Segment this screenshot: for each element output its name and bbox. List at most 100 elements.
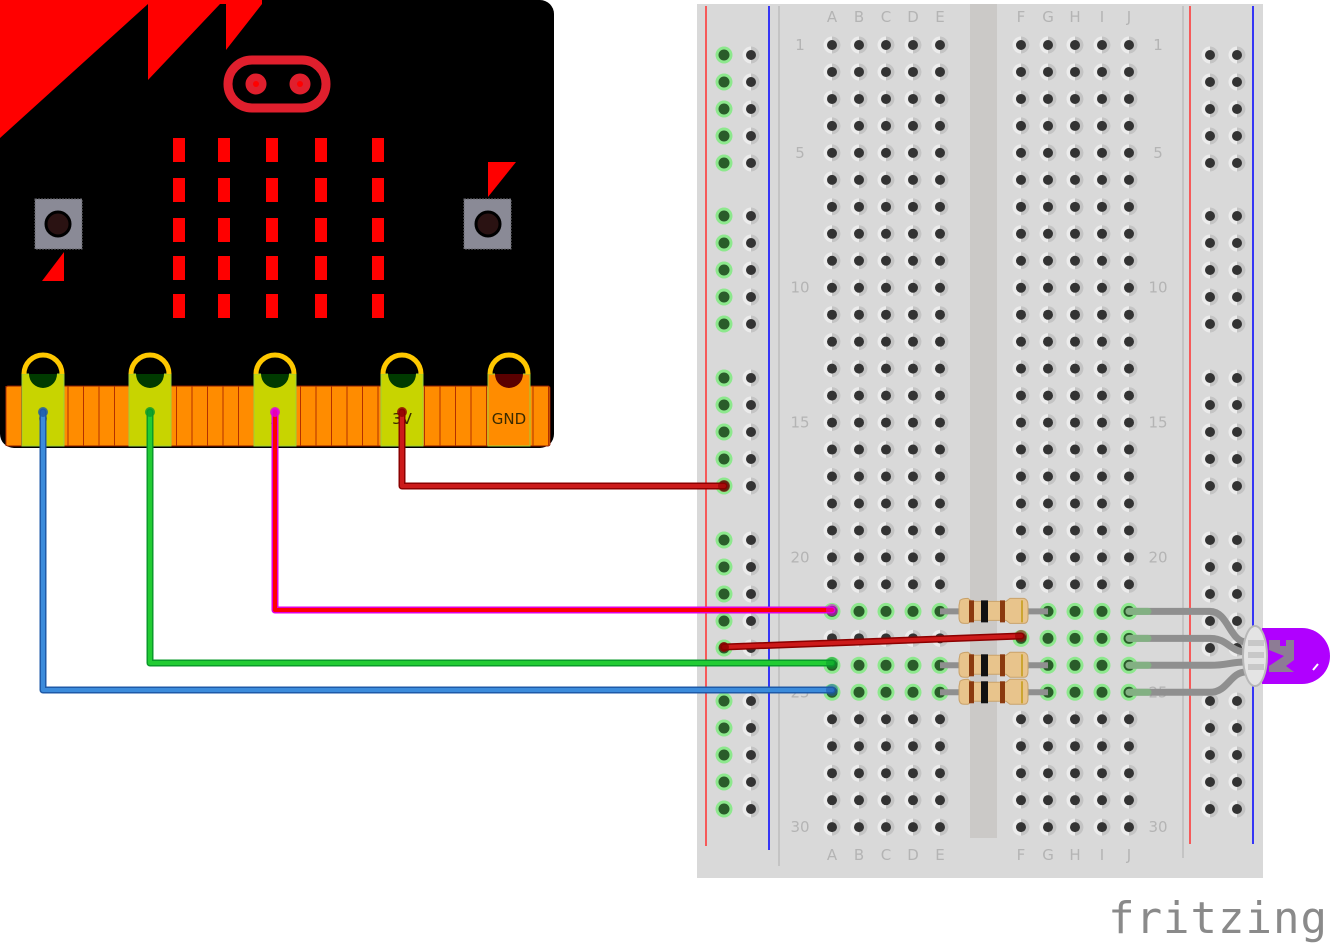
hole[interactable]: [1012, 171, 1030, 189]
hole[interactable]: [742, 773, 760, 791]
hole[interactable]: [823, 63, 841, 81]
hole[interactable]: [1039, 279, 1057, 297]
hole[interactable]: [850, 63, 868, 81]
hole[interactable]: [931, 306, 949, 324]
hole[interactable]: [931, 764, 949, 782]
hole[interactable]: [1228, 773, 1246, 791]
wire-p2[interactable]: [270, 407, 838, 616]
hole[interactable]: [1228, 127, 1246, 145]
wire-rail-to-j23[interactable]: [719, 630, 1027, 652]
hole[interactable]: [823, 414, 841, 432]
hole-connected[interactable]: [1066, 683, 1084, 701]
hole-connected[interactable]: [904, 656, 922, 674]
hole[interactable]: [931, 252, 949, 270]
hole-connected[interactable]: [1066, 602, 1084, 620]
hole[interactable]: [742, 719, 760, 737]
hole[interactable]: [823, 521, 841, 539]
hole[interactable]: [1120, 710, 1138, 728]
hole[interactable]: [850, 818, 868, 836]
hole[interactable]: [877, 90, 895, 108]
hole[interactable]: [823, 575, 841, 593]
hole[interactable]: [1093, 279, 1111, 297]
hole[interactable]: [1201, 288, 1219, 306]
hole[interactable]: [742, 450, 760, 468]
hole[interactable]: [742, 73, 760, 91]
hole[interactable]: [1012, 90, 1030, 108]
hole[interactable]: [1012, 414, 1030, 432]
hole[interactable]: [1012, 764, 1030, 782]
hole[interactable]: [877, 333, 895, 351]
hole[interactable]: [823, 171, 841, 189]
hole[interactable]: [850, 737, 868, 755]
hole[interactable]: [823, 468, 841, 486]
hole[interactable]: [850, 279, 868, 297]
hole[interactable]: [1039, 575, 1057, 593]
hole[interactable]: [1093, 306, 1111, 324]
hole[interactable]: [850, 360, 868, 378]
hole[interactable]: [850, 171, 868, 189]
hole[interactable]: [877, 360, 895, 378]
hole[interactable]: [823, 225, 841, 243]
wire-p1[interactable]: [145, 407, 838, 669]
hole[interactable]: [1201, 396, 1219, 414]
button-b[interactable]: [463, 162, 516, 250]
hole[interactable]: [877, 575, 895, 593]
hole[interactable]: [1066, 737, 1084, 755]
hole[interactable]: [850, 521, 868, 539]
hole-connected[interactable]: [1066, 629, 1084, 647]
hole[interactable]: [823, 494, 841, 512]
hole[interactable]: [877, 198, 895, 216]
hole-connected[interactable]: [877, 656, 895, 674]
hole[interactable]: [904, 548, 922, 566]
hole[interactable]: [1201, 100, 1219, 118]
hole[interactable]: [742, 531, 760, 549]
hole[interactable]: [850, 494, 868, 512]
hole-connected[interactable]: [715, 288, 733, 306]
hole[interactable]: [1066, 144, 1084, 162]
hole[interactable]: [877, 252, 895, 270]
hole[interactable]: [1120, 575, 1138, 593]
hole[interactable]: [877, 441, 895, 459]
hole-connected[interactable]: [715, 73, 733, 91]
hole-connected[interactable]: [904, 602, 922, 620]
hole[interactable]: [904, 494, 922, 512]
hole[interactable]: [1201, 127, 1219, 145]
hole[interactable]: [904, 414, 922, 432]
pin-gnd[interactable]: GND: [487, 352, 531, 447]
hole[interactable]: [904, 333, 922, 351]
hole[interactable]: [1039, 144, 1057, 162]
hole[interactable]: [1228, 719, 1246, 737]
hole[interactable]: [1201, 800, 1219, 818]
hole-connected[interactable]: [715, 531, 733, 549]
hole[interactable]: [1066, 575, 1084, 593]
hole[interactable]: [1012, 225, 1030, 243]
hole[interactable]: [823, 90, 841, 108]
hole[interactable]: [877, 737, 895, 755]
hole[interactable]: [1066, 818, 1084, 836]
hole[interactable]: [904, 171, 922, 189]
hole-connected[interactable]: [715, 719, 733, 737]
hole[interactable]: [1093, 225, 1111, 243]
hole[interactable]: [823, 252, 841, 270]
hole[interactable]: [1093, 764, 1111, 782]
hole[interactable]: [1201, 234, 1219, 252]
hole[interactable]: [850, 252, 868, 270]
hole[interactable]: [1201, 423, 1219, 441]
hole[interactable]: [931, 333, 949, 351]
hole[interactable]: [1039, 225, 1057, 243]
hole[interactable]: [1039, 117, 1057, 135]
hole[interactable]: [904, 63, 922, 81]
hole[interactable]: [1039, 171, 1057, 189]
hole[interactable]: [742, 585, 760, 603]
hole[interactable]: [823, 737, 841, 755]
hole[interactable]: [742, 423, 760, 441]
hole[interactable]: [1228, 692, 1246, 710]
hole[interactable]: [1093, 171, 1111, 189]
hole[interactable]: [1201, 585, 1219, 603]
hole[interactable]: [904, 252, 922, 270]
hole[interactable]: [1120, 414, 1138, 432]
hole-connected[interactable]: [715, 800, 733, 818]
hole[interactable]: [742, 154, 760, 172]
hole[interactable]: [931, 171, 949, 189]
